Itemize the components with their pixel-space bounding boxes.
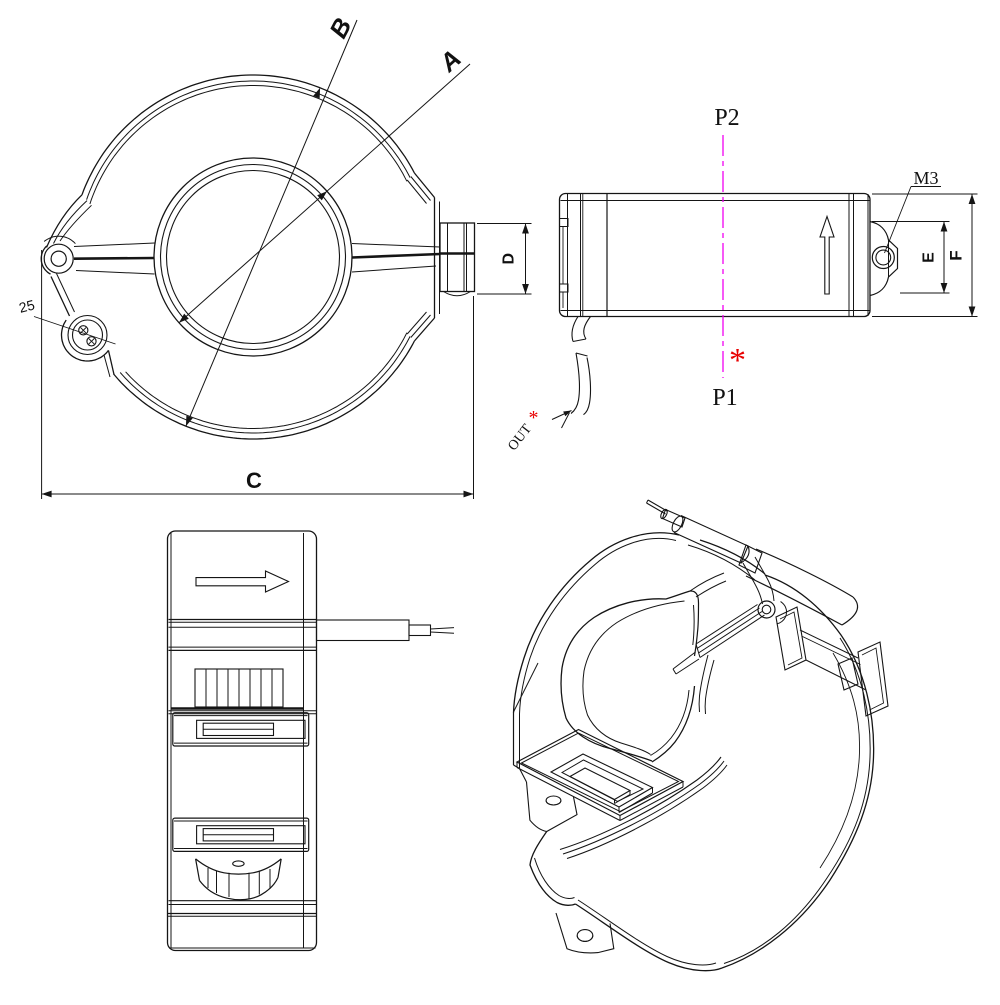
svg-text:E: E — [921, 252, 938, 263]
svg-text:*: * — [529, 407, 539, 429]
svg-text:*: * — [729, 342, 746, 379]
svg-text:D: D — [501, 253, 518, 265]
svg-text:M3: M3 — [913, 168, 938, 188]
svg-text:25: 25 — [17, 296, 36, 315]
svg-text:C: C — [246, 468, 262, 493]
svg-text:P1: P1 — [712, 385, 737, 411]
svg-text:F: F — [947, 250, 966, 260]
svg-text:P2: P2 — [714, 105, 739, 131]
